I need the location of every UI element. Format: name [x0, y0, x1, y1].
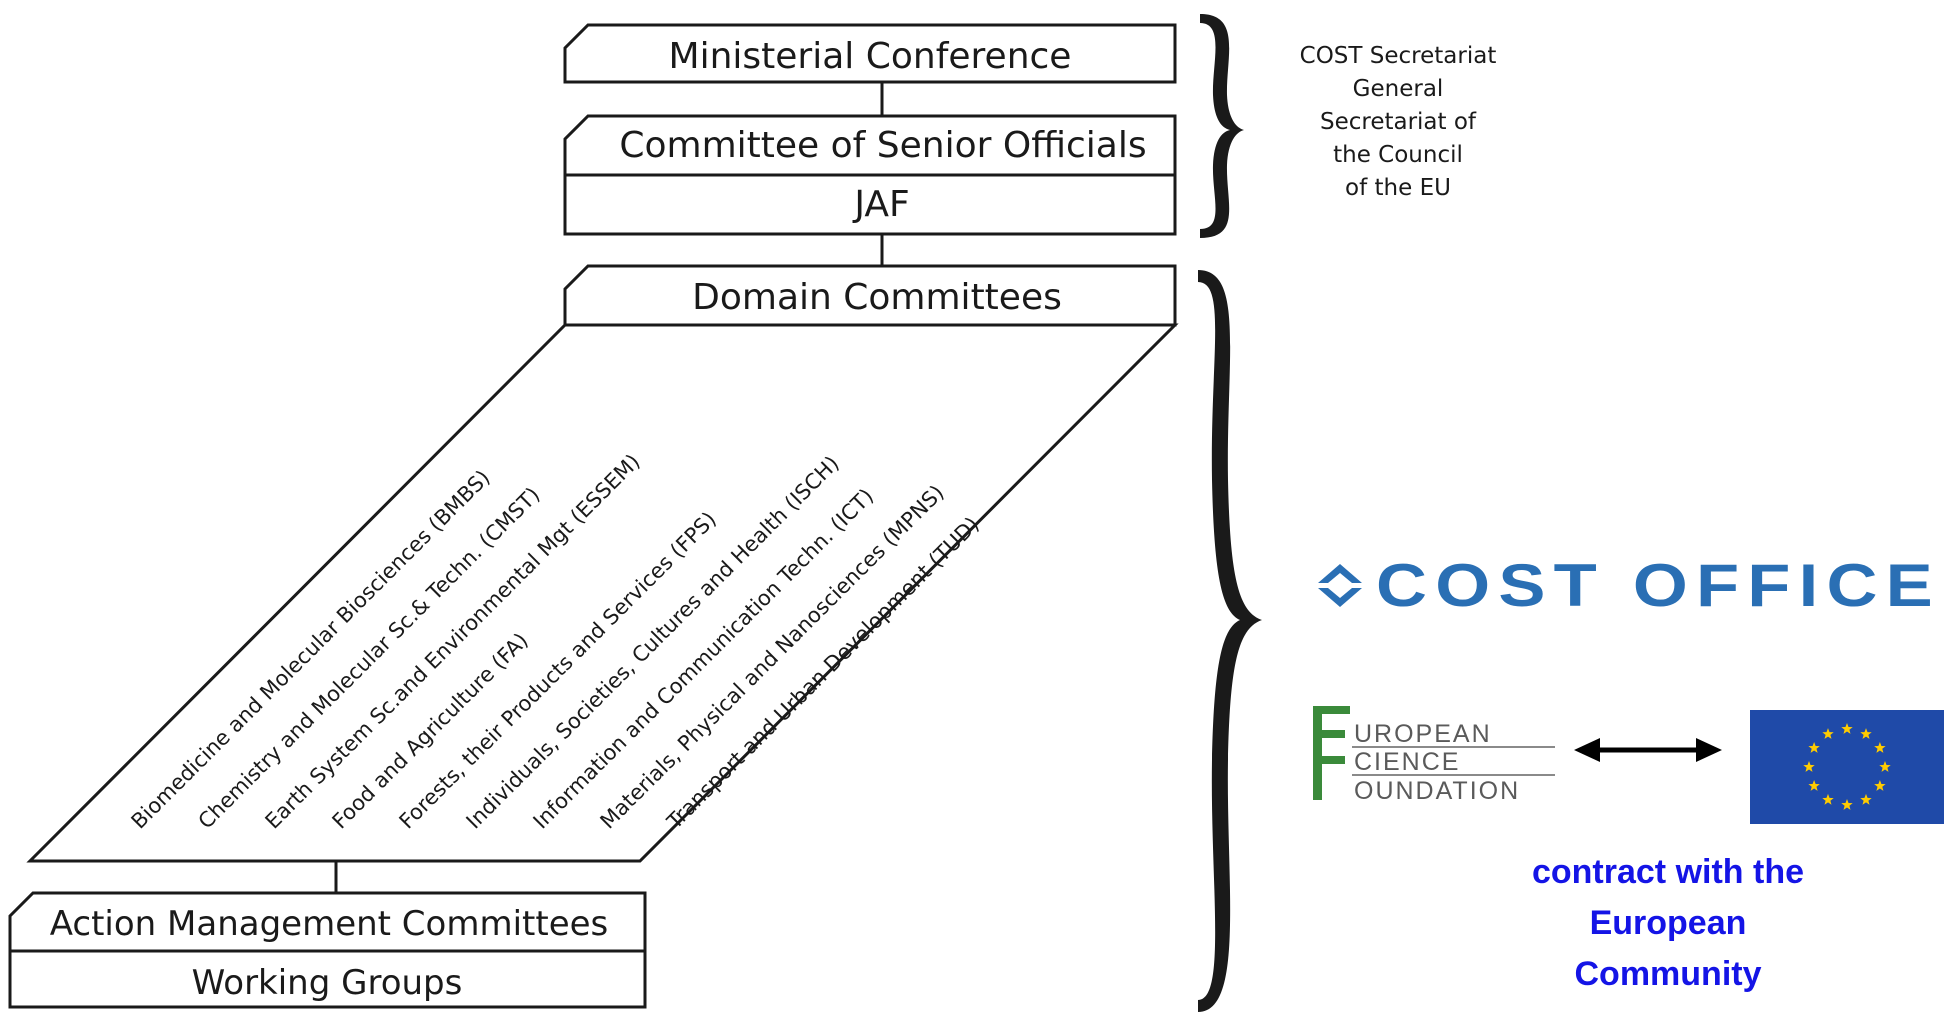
domain-committees-label: Domain Committees: [692, 277, 1062, 318]
esf-logo: E S F UROPEAN CIENCE OUNDATION: [1313, 706, 1555, 805]
contract-line-3: Community: [1575, 955, 1762, 993]
eu-star-icon: [1808, 780, 1820, 791]
secretariat-line-5: of the EU: [1345, 175, 1451, 201]
eu-flag-icon: [1750, 710, 1944, 824]
eu-star-icon: [1808, 742, 1820, 753]
eu-star-icon: [1874, 780, 1886, 791]
eu-star-icon: [1879, 761, 1891, 772]
esf-letter-shape-icon: [1313, 706, 1350, 800]
jaf-label: JAF: [852, 184, 909, 225]
contract-line-1: contract with the: [1532, 853, 1804, 891]
eu-stars: [1803, 723, 1891, 810]
double-arrow-icon: [1574, 738, 1722, 762]
cost-office-logo: COST OFFICE: [1318, 552, 1941, 619]
eu-star-icon: [1841, 799, 1853, 810]
secretariat-line-1: COST Secretariat: [1300, 43, 1497, 69]
contract-note: contract with the European Community: [1532, 853, 1804, 993]
eu-star-icon: [1803, 761, 1815, 772]
contract-line-2: European: [1590, 904, 1747, 942]
secretariat-line-2: General: [1353, 76, 1444, 102]
esf-word-european: UROPEAN: [1354, 720, 1492, 748]
eu-star-icon: [1841, 723, 1853, 734]
domain-list-panel: Biomedicine and Molecular Biosciences (B…: [26, 323, 1179, 863]
lower-brace: [1198, 270, 1262, 1012]
cost-office-label: COST OFFICE: [1376, 552, 1941, 619]
ministerial-conference-label: Ministerial Conference: [669, 36, 1072, 77]
eu-star-icon: [1860, 728, 1872, 739]
eu-star-icon: [1822, 793, 1834, 805]
wg-label: Working Groups: [192, 963, 463, 1003]
eu-star-icon: [1822, 728, 1834, 739]
esf-word-foundation: OUNDATION: [1354, 777, 1520, 805]
eu-star-icon: [1874, 742, 1886, 753]
domain-committees-box: Domain Committees: [563, 264, 1177, 327]
connectors: [334, 82, 884, 893]
secretariat-line-3: Secretariat of: [1320, 109, 1477, 135]
secretariat-line-4: the Council: [1333, 142, 1463, 168]
esf-word-science: CIENCE: [1354, 748, 1460, 776]
eu-star-icon: [1860, 793, 1872, 805]
ministerial-conference-box: Ministerial Conference: [563, 23, 1177, 84]
cso-jaf-box: Committee of Senior Officials JAF: [563, 114, 1177, 236]
cso-label: Committee of Senior Officials: [619, 125, 1146, 166]
upper-brace: [1200, 14, 1244, 238]
amc-label: Action Management Committees: [50, 904, 609, 944]
cost-secretariat-note: COST Secretariat General Secretariat of …: [1300, 43, 1497, 201]
cost-chevron-icon: [1318, 564, 1362, 607]
amc-wg-box: Action Management Committees Working Gro…: [8, 891, 647, 1009]
